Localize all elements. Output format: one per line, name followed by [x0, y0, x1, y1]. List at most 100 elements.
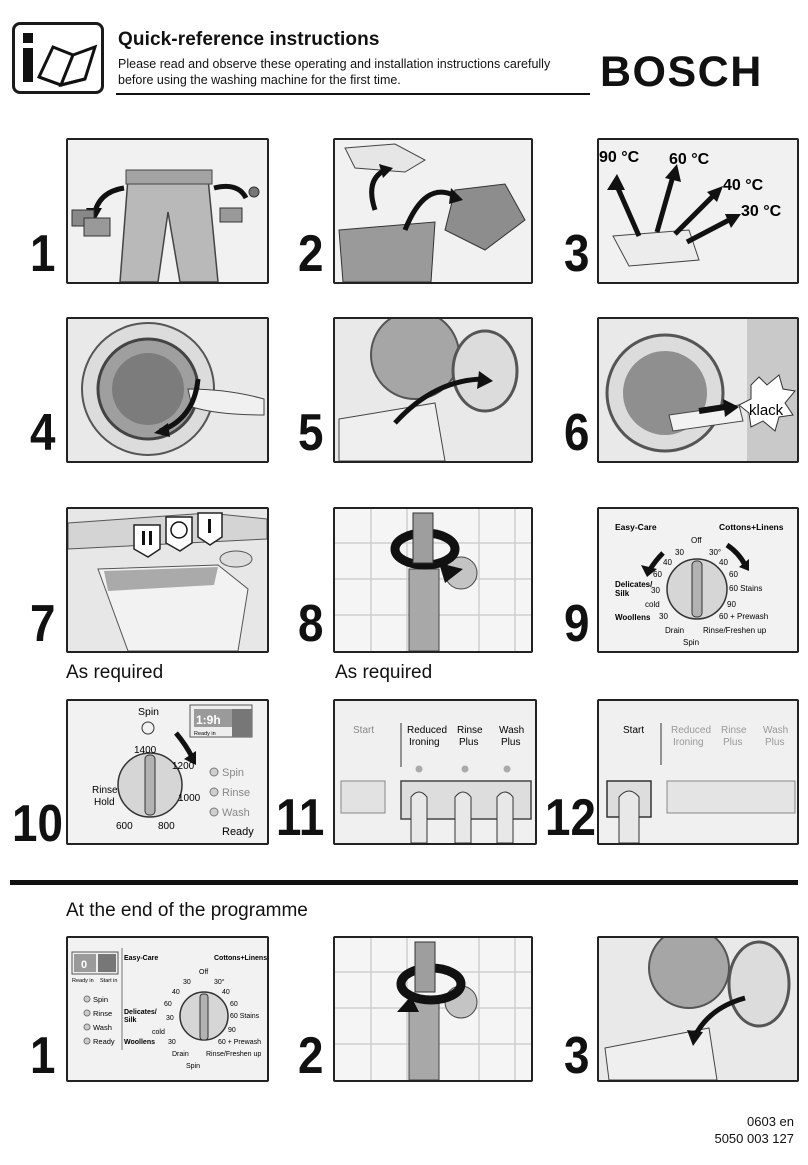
- document-code: 0603 en 5050 003 127: [714, 1113, 794, 1147]
- dial-off-label: Off: [691, 536, 702, 545]
- dial-temps_left-2-label: 60: [164, 1001, 172, 1008]
- header-rule: [116, 93, 590, 95]
- spin_panel-ready_in-label: Ready in: [194, 731, 216, 737]
- dial-delicates-label: Delicates/: [124, 1009, 157, 1016]
- step-number: 6: [564, 404, 590, 462]
- dial-temps_left-0-label: 30: [675, 548, 684, 557]
- step-6-panel: klack: [597, 317, 799, 463]
- buttons_panel-plus2-label: Plus: [501, 737, 520, 748]
- dial-temps_right-2-label: 60: [230, 1001, 238, 1008]
- spin_panel-leds-1-label: Rinse: [222, 787, 250, 799]
- instruction-book-icon: [12, 22, 104, 94]
- end_section-display-label: 0: [81, 959, 87, 971]
- end_section-leds-0-label: Spin: [93, 995, 108, 1004]
- spin_panel-leds-0-label: Spin: [222, 767, 244, 779]
- buttons_panel-wash-label: Wash: [763, 725, 788, 736]
- dial-w30-label: 30: [168, 1039, 176, 1046]
- buttons_panel-ironing-label: Ironing: [673, 737, 704, 748]
- detergent-drawer-illustration: [68, 509, 267, 651]
- close-door-illustration: klack: [599, 319, 797, 461]
- load-laundry-illustration: [335, 319, 531, 461]
- dial-ninety-label: 90: [228, 1027, 236, 1034]
- dial-stains-label: 60 Stains: [729, 584, 762, 593]
- spin-speed-dial: Spin 1:9h Ready in 1400 1200 1000 800 60…: [68, 701, 267, 843]
- start-button-panel: Start Reduced Ironing Rinse Plus Wash Pl…: [599, 701, 797, 843]
- spin_panel-speeds-0-label: 1400: [134, 745, 157, 756]
- spin_panel-leds-2-label: Wash: [222, 807, 250, 819]
- step-3-panel: 90 °C 60 °C 40 °C 30 °C: [597, 138, 799, 284]
- dial-temps_right-0-label: 30°: [214, 978, 225, 986]
- dial-drain-label: Drain: [665, 626, 684, 635]
- step-1-panel: [66, 138, 269, 284]
- empty-pockets-illustration: [68, 140, 267, 282]
- step-2-panel: [333, 138, 533, 284]
- dial-prewash-label: 60 + Prewash: [218, 1039, 261, 1046]
- end_section-start_in-label: Start in: [100, 978, 117, 984]
- dial-temps_left-1-label: 40: [663, 558, 672, 567]
- buttons_panel-wash-label: Wash: [499, 725, 524, 736]
- step-number: 10: [12, 795, 63, 853]
- step-9-panel: Easy-Care Cottons+Linens Off 30 40 60 30…: [597, 507, 799, 653]
- temp-40-label: 40 °C: [723, 177, 764, 194]
- dial-cold-label: cold: [152, 1029, 165, 1036]
- buttons_panel-start-label: Start: [353, 725, 374, 736]
- spin_panel-spin-label: Spin: [138, 706, 159, 718]
- section-divider: [10, 880, 798, 885]
- dial-d30-label: 30: [651, 586, 660, 595]
- step-number: 9: [564, 595, 590, 653]
- step-number: 7: [30, 595, 56, 653]
- end-step-2-panel: [333, 936, 533, 1082]
- dial-temps_right-1-label: 40: [222, 989, 230, 996]
- step-number: 11: [276, 789, 325, 847]
- page-title: Quick-reference instructions: [118, 29, 380, 50]
- dial-drain-label: Drain: [172, 1051, 189, 1058]
- close-tap-illustration: [335, 938, 531, 1080]
- temp-30-label: 30 °C: [741, 203, 782, 220]
- spin_panel-display-label: 1:9h: [196, 713, 221, 727]
- dial-temps_right-0-label: 30°: [709, 548, 721, 557]
- step-8-panel: [333, 507, 533, 653]
- dial-easy_care-label: Easy-Care: [615, 522, 657, 532]
- dial-temps_right-1-label: 40: [719, 558, 728, 567]
- buttons_panel-start-label: Start: [623, 725, 644, 736]
- programme-dial: Easy-Care Cottons+Linens Off 30 40 60 30…: [599, 509, 797, 651]
- step-number: 4: [30, 404, 56, 462]
- spin_panel-hold-label: Hold: [94, 797, 115, 808]
- spin_panel-speeds-3-label: 800: [158, 821, 175, 832]
- end_section-leds-1-label: Rinse: [93, 1009, 112, 1018]
- step-number: 12: [545, 789, 596, 847]
- dial-temps_left-2-label: 60: [653, 570, 662, 579]
- dial-cold-label: cold: [645, 600, 660, 609]
- dial-woollens-label: Woollens: [124, 1039, 155, 1046]
- dial-stains-label: 60 Stains: [230, 1013, 260, 1020]
- dial-easy_care-label: Easy-Care: [124, 955, 158, 962]
- step-4-panel: [66, 317, 269, 463]
- step-10-panel: Spin 1:9h Ready in 1400 1200 1000 800 60…: [66, 699, 269, 845]
- buttons_panel-reduced-label: Reduced: [407, 725, 447, 736]
- klack-label: klack: [749, 402, 784, 419]
- dial-cottons_linens-label: Cottons+Linens: [719, 522, 784, 532]
- dial-cottons_linens-label: Cottons+Linens: [214, 955, 267, 962]
- end_section-leds-2-label: Wash: [93, 1023, 112, 1032]
- open-tap-illustration: [335, 509, 531, 651]
- step-number: 2: [298, 1027, 324, 1085]
- brand-logo: BOSCH: [600, 48, 763, 96]
- dial-prewash-label: 60 + Prewash: [719, 612, 768, 621]
- spin_panel-leds-3-label: Ready: [222, 826, 254, 838]
- buttons_panel-plus-label: Plus: [459, 737, 478, 748]
- step-number: 3: [564, 1027, 590, 1085]
- end-section-title: At the end of the programme: [66, 900, 308, 921]
- buttons_panel-plus2-label: Plus: [765, 737, 784, 748]
- sort-laundry-illustration: [335, 140, 531, 282]
- dial-silk-label: Silk: [615, 589, 630, 598]
- end-step-1-panel: 0 Ready in Start in Spin Rinse Wash Read…: [66, 936, 269, 1082]
- dial-silk-label: Silk: [124, 1017, 137, 1024]
- end-step-3-panel: [597, 936, 799, 1082]
- open-door-illustration: [68, 319, 267, 461]
- dial-rinse_freshen-label: Rinse/Freshen up: [206, 1051, 261, 1058]
- dial-w30-label: 30: [659, 612, 668, 621]
- step-11-panel: Start Reduced Ironing Rinse Plus Wash Pl…: [333, 699, 537, 845]
- revision-code: 0603 en: [747, 1114, 794, 1129]
- part-number: 5050 003 127: [714, 1131, 794, 1146]
- dial-delicates-label: Delicates/: [615, 580, 653, 589]
